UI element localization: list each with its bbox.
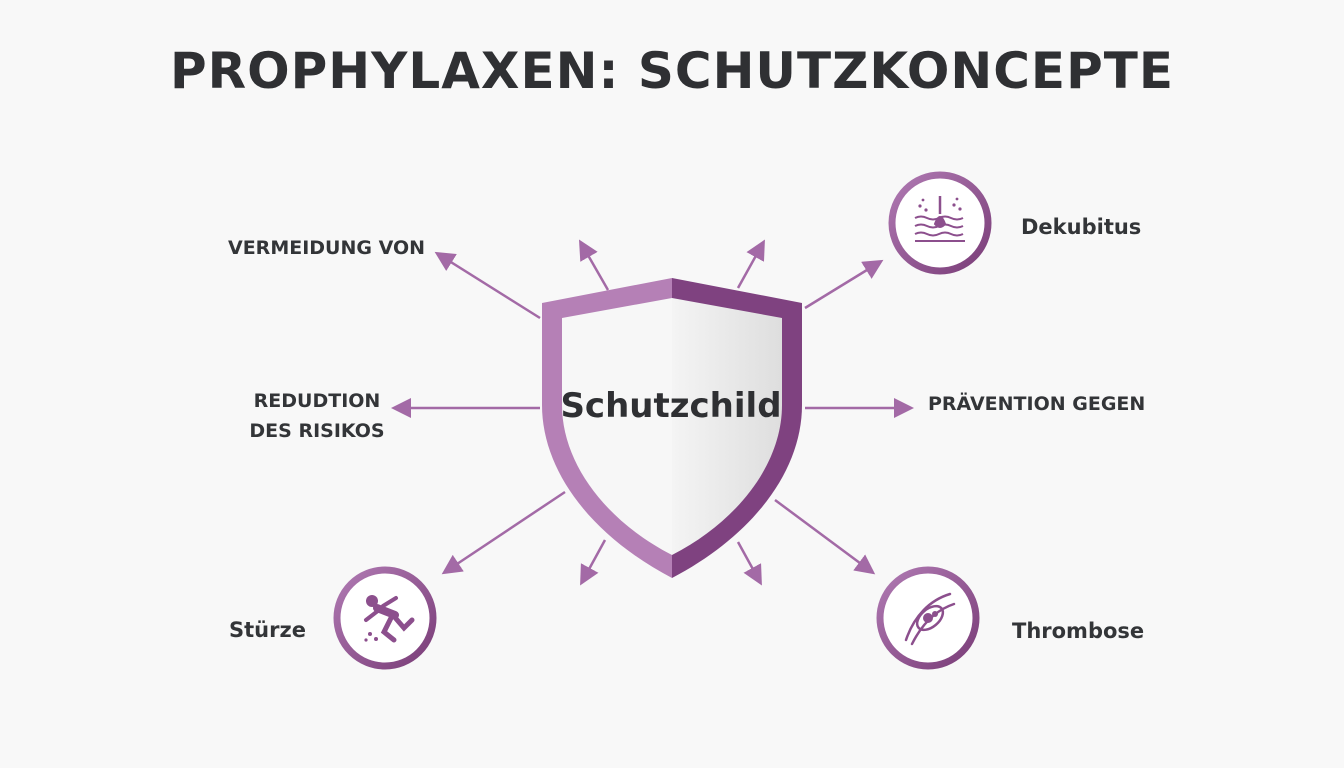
arrow-lower-left: [441, 490, 566, 575]
arrow-bottom-left: [580, 539, 607, 586]
label-thrombose: Thrombose: [1012, 619, 1145, 643]
blood-vessel-clot-icon: [904, 592, 956, 646]
label-reduktion-line1: REDUDTION: [253, 390, 381, 412]
stuerze-badge: [333, 566, 437, 670]
arrow-upper-left: [434, 251, 541, 320]
shield-inner-right: [672, 298, 782, 555]
label-reduktion-line2: DES RISIKOS: [249, 420, 385, 442]
arrow-top-left: [579, 239, 610, 291]
label-vermeidung: VERMEIDUNG VON: [228, 237, 426, 259]
shield: [542, 278, 802, 578]
arrow-upper-right: [804, 259, 884, 310]
falling-person-icon: [364, 595, 415, 643]
arrow-lower-right: [774, 498, 876, 575]
skin-layers-icon: [914, 196, 965, 242]
shield-label: Schutzchild: [560, 386, 782, 426]
arrow-top-right: [736, 239, 765, 289]
label-stuerze: Stürze: [229, 618, 306, 642]
label-dekubitus: Dekubitus: [1021, 215, 1142, 239]
thrombose-badge: [876, 566, 980, 670]
label-reduktion: REDUDTION DES RISIKOS: [232, 386, 402, 446]
skin-particles: [918, 197, 962, 212]
label-praevention: PRÄVENTION GEGEN: [928, 393, 1146, 415]
arrows: [391, 239, 914, 586]
arrow-bottom-right: [736, 541, 762, 586]
page-title: PROPHYLAXEN: SCHUTZKONCEPTE: [170, 42, 1174, 100]
shield-inner-left: [562, 298, 672, 555]
dekubitus-badge: [888, 171, 992, 275]
